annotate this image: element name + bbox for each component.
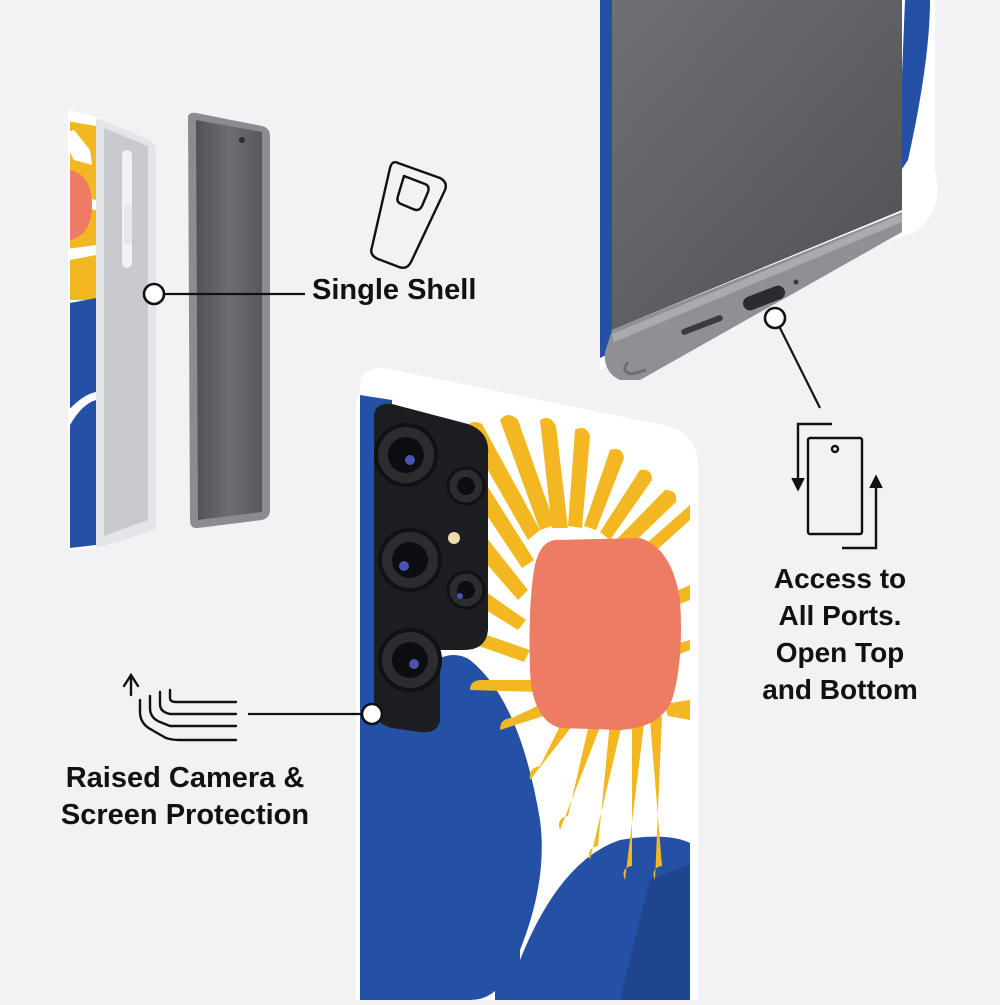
raised-edge-icon <box>122 672 238 742</box>
ports-label-line-3: Open Top <box>775 637 905 668</box>
ports-dot <box>763 306 787 330</box>
ports-connector <box>774 317 821 409</box>
protection-label-line-2: Screen Protection <box>60 799 310 831</box>
single-shell-label: Single Shell <box>312 274 477 306</box>
protection-label-line-1: Raised Camera & <box>65 762 305 794</box>
phone-case-icon <box>370 160 448 270</box>
ports-label-line-1: Access to <box>773 563 907 594</box>
case-side-view <box>68 110 156 550</box>
protection-dot <box>360 702 384 726</box>
ports-label: Access to All Ports. Open Top and Bottom <box>740 560 940 708</box>
ports-label-line-4: and Bottom <box>762 674 918 705</box>
phone-bottom-view <box>600 0 938 380</box>
main-case-view <box>356 367 698 1000</box>
camera-lenses <box>374 423 486 692</box>
protection-label: Raised Camera & Screen Protection <box>40 760 330 834</box>
phone-side-view <box>188 112 270 529</box>
phone-ports-icon <box>791 422 883 550</box>
ports-label-line-2: All Ports. <box>778 600 902 631</box>
single-shell-dot <box>142 282 166 306</box>
